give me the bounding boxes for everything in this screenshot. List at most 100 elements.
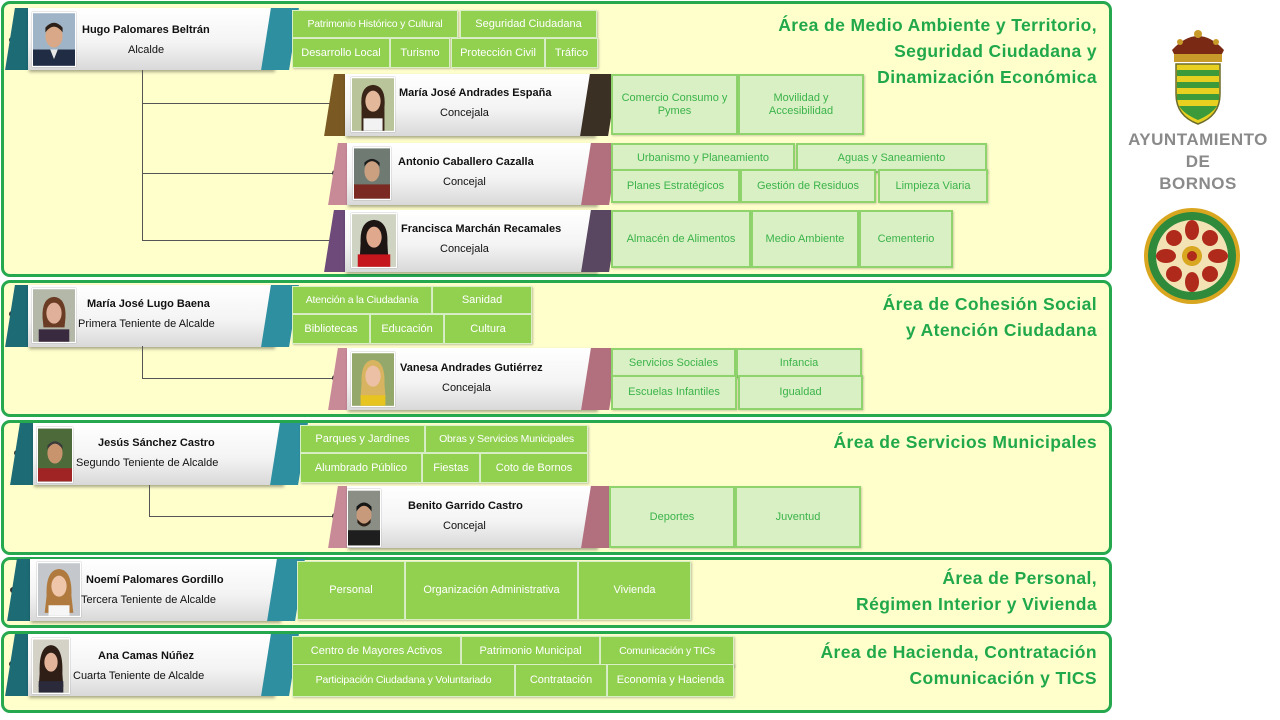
person-photo — [37, 562, 81, 617]
person-photo — [37, 427, 73, 483]
competency-tag: Parques y Jardines — [300, 425, 425, 453]
competency-tag: Planes Estratégicos — [611, 169, 740, 203]
competency-tag: Almacén de Alimentos — [611, 210, 751, 268]
person-name: Benito Garrido Castro — [408, 500, 523, 512]
competency-tag: Igualdad — [738, 375, 863, 410]
competency-tag: Sanidad — [432, 286, 532, 314]
person-photo — [351, 77, 395, 132]
person-card-concejala[interactable]: Francisca Marchán Recamales Concejala — [324, 210, 619, 272]
competency-tag: Cementerio — [859, 210, 953, 268]
competency-tag: Juventud — [735, 486, 861, 548]
logo-text: AYUNTAMIENTO — [1128, 130, 1268, 149]
competency-tag: Patrimonio Histórico y Cultural — [292, 10, 458, 38]
person-photo — [32, 12, 76, 67]
competency-tag: Urbanismo y Planeamiento — [611, 143, 795, 173]
competency-tag: Bibliotecas — [292, 314, 370, 344]
competency-tag: Atención a la Ciudadanía — [292, 286, 432, 314]
competency-tag: Cultura — [444, 314, 532, 344]
person-name: Noemí Palomares Gordillo — [86, 574, 224, 586]
person-card-concejal[interactable]: Antonio Caballero Cazalla Concejal — [328, 143, 619, 205]
competency-tag: Movilidad y Accesibilidad — [738, 74, 864, 135]
person-photo — [32, 638, 70, 694]
competency-tag: Contratación — [515, 664, 607, 697]
area-title: Área de Hacienda, Contratación Comunicac… — [820, 642, 1097, 688]
competency-tag: Seguridad Ciudadana — [460, 10, 597, 38]
person-card-segundo-teniente[interactable]: Jesús Sánchez Castro Segundo Teniente de… — [10, 423, 308, 485]
connector-line — [142, 378, 336, 379]
competency-tag: Organización Administrativa — [405, 561, 578, 620]
connector-line — [142, 346, 143, 378]
area-title: Área de Cohesión Social y Atención Ciuda… — [882, 294, 1097, 340]
competency-tag: Gestión de Residuos — [740, 169, 876, 203]
competency-tag: Participación Ciudadana y Voluntariado — [292, 664, 515, 697]
competency-tag: Patrimonio Municipal — [461, 636, 600, 667]
person-role: Concejala — [442, 382, 491, 394]
competency-tag: Centro de Mayores Activos — [292, 636, 461, 667]
competency-tag: Comercio Consumo y Pymes — [611, 74, 738, 135]
competency-tag: Medio Ambiente — [751, 210, 859, 268]
floral-seal-icon — [1144, 208, 1240, 304]
person-card-primera-teniente[interactable]: María José Lugo Baena Primera Teniente d… — [5, 285, 299, 347]
person-photo — [347, 489, 381, 547]
competency-tag: Infancia — [736, 348, 862, 378]
person-name: María José Lugo Baena — [87, 298, 210, 310]
competency-tag: Servicios Sociales — [611, 348, 736, 378]
person-name: Francisca Marchán Recamales — [401, 223, 562, 235]
coat-of-arms-icon — [1172, 30, 1224, 125]
person-card-alcalde[interactable]: Hugo Palomares Beltrán Alcalde — [5, 8, 299, 70]
person-name: María José Andrades España — [399, 87, 552, 99]
person-name: Ana Camas Núñez — [98, 650, 194, 662]
connector-line — [142, 70, 143, 240]
competency-tag: Protección Civil — [451, 38, 545, 68]
person-photo — [351, 352, 395, 407]
municipal-logo: AYUNTAMIENTO DE BORNOS — [1118, 28, 1278, 308]
competency-tag: Deportes — [609, 486, 735, 548]
person-name: Jesús Sánchez Castro — [98, 437, 215, 449]
person-role: Concejala — [440, 107, 489, 119]
logo-text: DE — [1185, 152, 1211, 171]
person-role: Alcalde — [128, 44, 165, 56]
competency-tag: Desarrollo Local — [292, 38, 390, 68]
area-title: Área de Servicios Municipales — [833, 432, 1097, 452]
area-title: Área de Personal, Régimen Interior y Viv… — [856, 568, 1097, 614]
person-name: Antonio Caballero Cazalla — [398, 156, 534, 168]
person-name: Vanesa Andrades Gutiérrez — [400, 362, 543, 374]
area-title: Área de Medio Ambiente y Territorio, Seg… — [778, 15, 1097, 87]
person-card-concejala[interactable]: María José Andrades España Concejala — [324, 74, 618, 136]
person-role: Segundo Teniente de Alcalde — [76, 457, 219, 469]
competency-tag: Turismo — [390, 38, 450, 68]
connector-line — [149, 485, 150, 516]
person-role: Concejal — [443, 520, 486, 532]
competency-tag: Alumbrado Público — [300, 453, 422, 483]
person-role: Cuarta Teniente de Alcalde — [73, 670, 205, 682]
person-photo — [351, 213, 397, 268]
person-role: Concejal — [443, 176, 486, 188]
connector-line — [142, 103, 336, 104]
connector-line — [142, 240, 336, 241]
person-photo — [32, 288, 76, 343]
competency-tag: Tráfico — [545, 38, 598, 68]
logo-text: BORNOS — [1159, 174, 1237, 193]
person-name: Hugo Palomares Beltrán — [82, 24, 210, 36]
person-role: Primera Teniente de Alcalde — [78, 318, 215, 330]
person-card-concejal[interactable]: Benito Garrido Castro Concejal — [328, 486, 619, 548]
competency-tag: Coto de Bornos — [480, 453, 588, 483]
person-card-concejala[interactable]: Vanesa Andrades Gutiérrez Concejala — [328, 348, 619, 410]
competency-tag: Economía y Hacienda — [607, 664, 734, 697]
competency-tag: Limpieza Viaria — [878, 169, 988, 203]
competency-tag: Escuelas Infantiles — [611, 375, 737, 410]
person-photo — [353, 147, 391, 200]
competency-tag: Vivienda — [578, 561, 691, 620]
person-role: Concejala — [440, 243, 489, 255]
person-role: Tercera Teniente de Alcalde — [81, 594, 216, 606]
competency-tag: Comunicación y TICs — [600, 636, 734, 667]
person-card-cuarta-teniente[interactable]: Ana Camas Núñez Cuarta Teniente de Alcal… — [5, 634, 299, 696]
competency-tag: Educación — [370, 314, 444, 344]
person-card-tercera-teniente[interactable]: Noemí Palomares Gordillo Tercera Tenient… — [7, 559, 305, 621]
competency-tag: Personal — [297, 561, 405, 620]
competency-tag: Fiestas — [422, 453, 480, 483]
competency-tag: Obras y Servicios Municipales — [425, 425, 588, 453]
connector-line — [149, 516, 336, 517]
connector-line — [142, 173, 336, 174]
